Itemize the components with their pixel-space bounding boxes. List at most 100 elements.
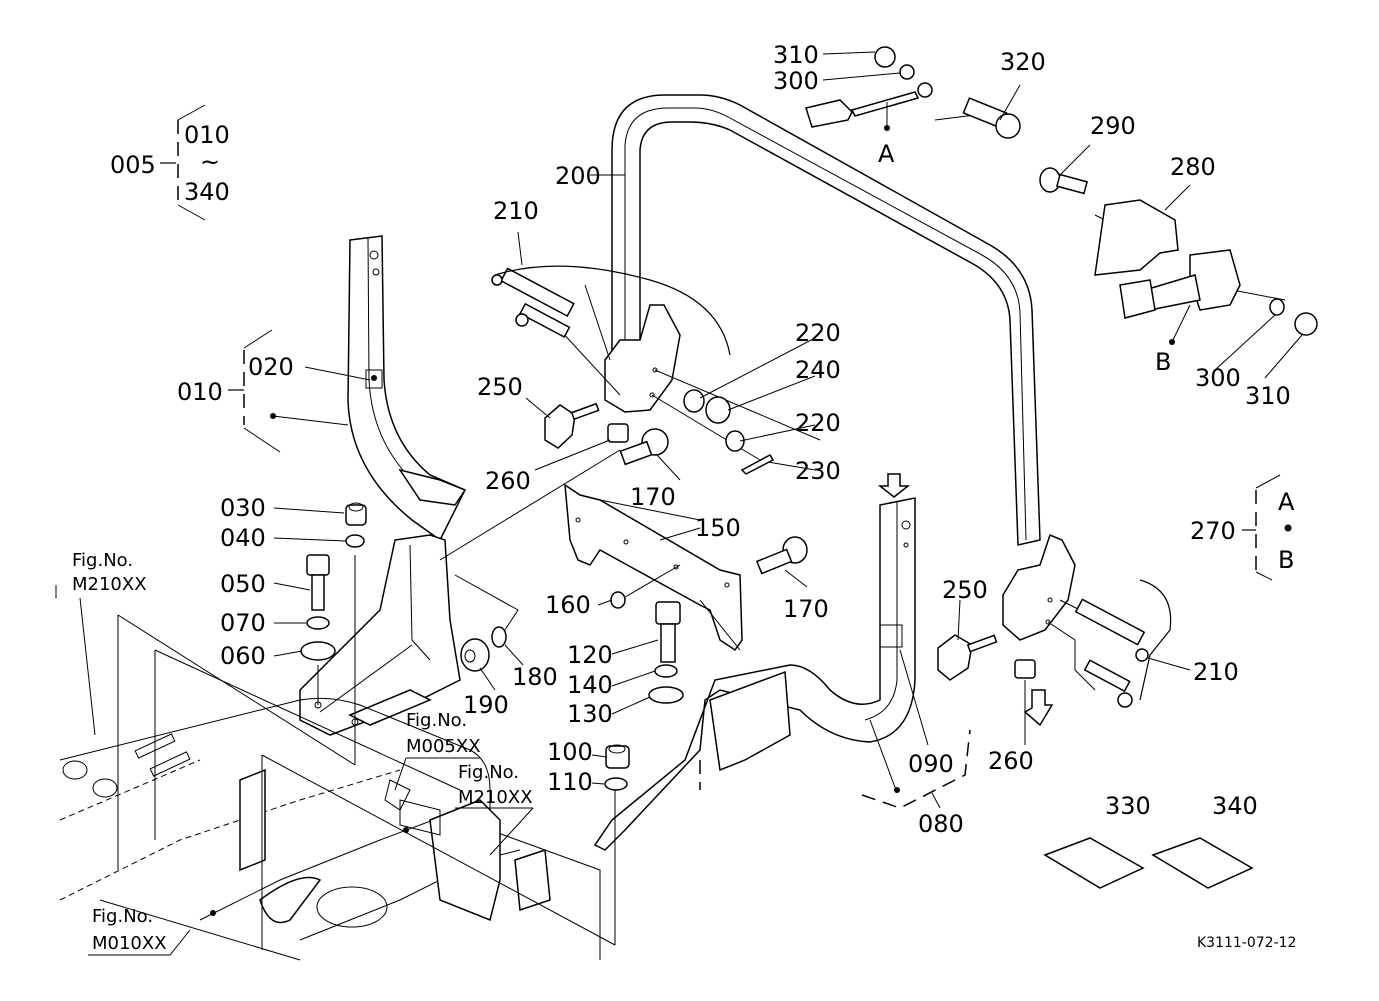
nut-310-right	[1294, 312, 1318, 336]
decal-330	[1043, 837, 1145, 889]
washer-220-upper	[683, 389, 705, 413]
nut-240	[705, 396, 731, 424]
arrow-down-upper	[877, 473, 911, 498]
label-340: 340	[1212, 792, 1258, 820]
fig-ref-prefix-4: Fig.No.	[92, 906, 153, 927]
label-310-top: 310	[773, 41, 819, 69]
fig-ref-number-4: M010XX	[92, 933, 167, 954]
figure-references: Fig.No. M210XX Fig.No. M005XX Fig.No. M2…	[72, 550, 533, 954]
bolt-170-upper	[619, 428, 669, 466]
fig-ref-number-2: M005XX	[406, 736, 481, 757]
letter-a: A	[878, 140, 895, 168]
knob-250-left	[544, 402, 600, 449]
clip-260-right	[1014, 659, 1036, 679]
label-070: 070	[220, 609, 266, 637]
left-upright-post	[347, 235, 467, 542]
bolt-120	[655, 601, 681, 663]
letter-b-270: B	[1278, 546, 1294, 574]
label-050: 050	[220, 570, 266, 598]
label-130: 130	[567, 700, 613, 728]
label-330: 330	[1105, 792, 1151, 820]
label-260-left: 260	[485, 467, 531, 495]
fig-ref-number-3: M210XX	[458, 787, 533, 808]
letter-dot-270: •	[1281, 515, 1295, 543]
label-010-range: 010	[184, 121, 230, 149]
bolt-320	[962, 97, 1021, 139]
label-180: 180	[512, 663, 558, 691]
label-090: 090	[908, 750, 954, 778]
range-tilde: ~	[200, 148, 220, 176]
plug-160	[610, 591, 626, 609]
nut-030	[345, 502, 367, 526]
label-040: 040	[220, 524, 266, 552]
label-100: 100	[547, 738, 593, 766]
label-270: 270	[1190, 517, 1236, 545]
nut-190	[460, 638, 490, 672]
label-160: 160	[545, 591, 591, 619]
label-280: 280	[1170, 153, 1216, 181]
part-number-labels: 005 010 ~ 340 010 020 030 040 050 070 06…	[110, 41, 1291, 838]
nut-100	[605, 744, 630, 769]
seat-belt-retractor-b	[1094, 199, 1241, 345]
washer-140	[654, 664, 678, 678]
pin-210-left	[491, 265, 731, 356]
left-support-bracket	[299, 534, 461, 736]
label-140: 140	[567, 671, 613, 699]
roll-bar-frame	[611, 94, 1041, 546]
label-170-lower: 170	[783, 595, 829, 623]
label-080: 080	[918, 810, 964, 838]
label-210-right: 210	[1193, 658, 1239, 686]
label-190: 190	[463, 691, 509, 719]
label-leader-lines	[273, 51, 1303, 785]
label-170-upper: 170	[630, 483, 676, 511]
label-300-right: 300	[1195, 364, 1241, 392]
label-240: 240	[795, 356, 841, 384]
nut-310-top	[874, 46, 896, 68]
washer-300-top	[899, 64, 915, 80]
assembly-080-bracket	[861, 649, 971, 809]
assembly-010-bracket	[228, 329, 371, 453]
label-060: 060	[220, 642, 266, 670]
washer-130	[648, 686, 684, 704]
letter-a-270: A	[1278, 488, 1295, 516]
roll-bar-right-bracket	[1002, 533, 1076, 641]
label-300-top: 300	[773, 67, 819, 95]
bolt-050	[306, 554, 330, 611]
washer-220-lower	[725, 430, 745, 452]
washer-040	[345, 534, 365, 548]
washer-180	[491, 626, 507, 648]
right-upright-post	[593, 497, 916, 851]
label-200: 200	[555, 162, 601, 190]
label-150: 150	[695, 514, 741, 542]
pin-210-right	[1074, 579, 1172, 708]
label-110: 110	[547, 768, 593, 796]
label-290: 290	[1090, 112, 1136, 140]
cotter-pin-230	[740, 454, 775, 475]
fig-ref-prefix-3: Fig.No.	[458, 762, 519, 783]
washer-060	[300, 641, 336, 661]
bolt-290	[1039, 167, 1088, 195]
assembly-005-bracket	[160, 104, 206, 221]
fig-ref-number-1: M210XX	[72, 574, 147, 595]
bolt-170-lower	[755, 536, 808, 575]
drawing-code: K3111-072-12	[1197, 935, 1296, 951]
label-210-left: 210	[493, 197, 539, 225]
knob-250-right	[937, 634, 998, 681]
decal-340	[1151, 837, 1254, 889]
label-230: 230	[795, 457, 841, 485]
label-340-range: 340	[184, 178, 230, 206]
fig-ref-prefix-2: Fig.No.	[406, 710, 467, 731]
label-220-lower: 220	[795, 409, 841, 437]
callout-letters: A B A • B	[878, 140, 1295, 574]
label-030: 030	[220, 494, 266, 522]
fig-ref-prefix-1: Fig.No.	[72, 550, 133, 571]
label-005: 005	[110, 151, 156, 179]
seat-belt-buckle-a	[805, 82, 933, 131]
letter-b: B	[1155, 348, 1171, 376]
washer-070	[306, 616, 330, 630]
label-120: 120	[567, 641, 613, 669]
label-320: 320	[1000, 48, 1046, 76]
washer-110	[604, 777, 628, 791]
clip-260-left	[607, 423, 629, 443]
